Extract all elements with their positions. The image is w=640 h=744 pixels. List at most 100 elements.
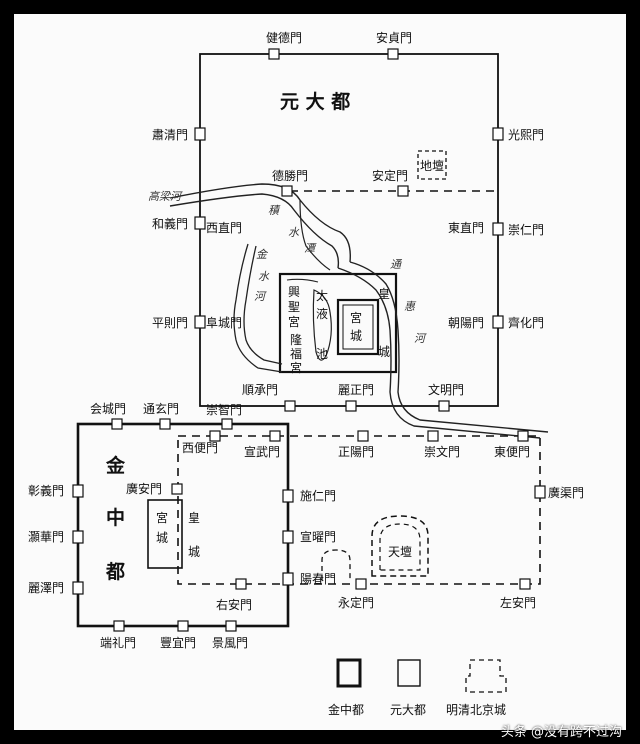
jinshui-label-3: 河	[254, 290, 267, 303]
gate-xibian: 西便門	[182, 441, 218, 455]
xingsheng-2: 聖	[288, 300, 300, 314]
gate-xizhi: 西直門	[206, 221, 242, 235]
gate-heyi: 和義門	[152, 216, 188, 231]
gate-guangan: 廣安門	[126, 481, 162, 496]
taiye-pond	[312, 289, 332, 361]
longfu-1: 隆	[290, 332, 302, 347]
tiantan	[371, 515, 429, 577]
jin-huang-1: 皇	[188, 511, 200, 525]
legend-yuan-label: 元大都	[390, 703, 426, 717]
tonghui-label-3: 河	[414, 332, 427, 345]
gate-chongwen: 崇文門	[424, 444, 460, 459]
yuan-huangcheng	[278, 272, 398, 374]
legend-jin-label: 金中都	[328, 702, 364, 717]
legend: 金中都 元大都 明清北京城	[328, 658, 507, 717]
gate-lize: 麗澤門	[28, 581, 64, 595]
xingsheng-3: 宮	[288, 314, 300, 329]
jinshui-river-a	[233, 243, 283, 373]
gate-dongzhi: 東直門	[448, 221, 484, 235]
longfu-3: 宮	[290, 360, 302, 375]
shannong-arch	[321, 549, 351, 580]
gate-xuanyao: 宣曜門	[300, 529, 336, 544]
taiye-1: 太	[316, 288, 328, 303]
taiye-2: 液	[316, 306, 328, 321]
yuan-huang-2: 城	[378, 345, 390, 359]
legend-ming-label: 明清北京城	[446, 703, 506, 717]
taiye-3: 池	[316, 347, 328, 361]
gate-fucheng: 阜城門	[206, 316, 242, 330]
watermark: 头条 @没有跨不过沟	[500, 725, 622, 740]
gate-zhengyang: 正陽門	[338, 445, 374, 459]
jinshui-river-b	[243, 245, 283, 365]
gate-fengyi: 豐宜門	[160, 635, 196, 650]
tonghui-river-b	[337, 267, 541, 439]
jin-title-3: 都	[105, 561, 125, 583]
jin-gongcheng	[147, 499, 183, 569]
gate-zuoan: 左安門	[500, 595, 536, 610]
yuan-gongcheng-inner	[342, 304, 374, 350]
yuan-dadu-title: 元 大 都	[280, 90, 350, 113]
gate-shiren: 施仁門	[300, 489, 336, 503]
gate-huicheng: 会城門	[90, 402, 126, 416]
jishui-label-2: 水	[288, 226, 300, 239]
yuan-gong-1: 宮	[350, 310, 362, 325]
gate-tongxuan: 通玄門	[143, 401, 179, 416]
jishui-label-3: 潭	[304, 242, 317, 255]
gate-xuanwu: 宣武門	[244, 444, 280, 459]
gate-guangqu: 廣渠門	[548, 486, 584, 500]
gate-youan: 右安門	[216, 597, 252, 612]
jishui-label: 積	[268, 204, 281, 217]
tiantan-inner	[379, 523, 421, 571]
ditan	[417, 150, 447, 180]
yuan-gongcheng	[336, 298, 380, 356]
gate-yongding: 永定門	[338, 595, 374, 610]
legend-ming-swatch	[465, 659, 507, 693]
gate-anzhen: 安貞門	[376, 30, 412, 45]
gate-anding: 安定門	[372, 168, 408, 183]
gate-dongbian: 東便門	[494, 445, 530, 459]
ming-outer-city	[177, 435, 541, 585]
gate-chongzhi: 崇智門	[206, 402, 242, 417]
gaoliang-label: 高梁河	[148, 190, 183, 203]
xingsheng-1: 興	[288, 285, 300, 299]
gate-shuncheng: 順承門	[242, 383, 278, 397]
yuan-gong-2: 城	[350, 329, 362, 343]
gate-desheng: 德勝門	[272, 168, 308, 183]
jin-huang-2: 城	[188, 545, 200, 559]
legend-jin-swatch	[336, 658, 362, 688]
jin-gong-1: 宮	[156, 510, 168, 525]
gaoliang-river-a	[169, 183, 351, 263]
gate-haohua: 灝華門	[28, 529, 64, 544]
ditan-label: 地壇	[420, 158, 444, 173]
gate-wenming: 文明門	[428, 382, 464, 397]
gate-jingfeng: 景風門	[212, 636, 248, 650]
gate-pingze: 平則門	[152, 316, 188, 330]
gate-duanli: 端礼門	[100, 635, 136, 650]
gate-guangxi: 光熙門	[508, 128, 544, 142]
tonghui-river	[349, 261, 549, 433]
gaoliang-river-b	[169, 193, 340, 269]
legend-yuan-swatch	[397, 659, 421, 687]
jin-title-1: 金	[105, 454, 126, 477]
gate-markers	[72, 48, 546, 632]
longfu-2: 福	[290, 346, 302, 361]
jishui-edge	[299, 199, 331, 271]
jinshui-label-1: 金	[256, 248, 269, 261]
tonghui-label-2: 惠	[404, 300, 417, 313]
gate-chongren: 崇仁門	[508, 223, 544, 237]
gate-lizheng: 麗正門	[338, 383, 374, 397]
jin-title-2: 中	[106, 506, 125, 529]
gate-yangchun: 陽春門	[300, 572, 336, 586]
yuan-huang-1: 皇	[378, 287, 390, 301]
gate-jiande: 健德門	[266, 30, 302, 45]
gate-zhangyi: 彰義門	[28, 483, 64, 498]
jin-gong-2: 城	[156, 531, 168, 545]
tonghui-label-1: 通	[390, 258, 403, 271]
tiantan-label: 天壇	[388, 544, 412, 559]
taiye-link	[286, 278, 319, 283]
gate-chaoyang: 朝陽門	[448, 316, 484, 330]
gate-qihua: 齊化門	[508, 316, 544, 330]
jinshui-label-2: 水	[258, 270, 270, 283]
gate-suqing: 肅清門	[152, 128, 188, 142]
